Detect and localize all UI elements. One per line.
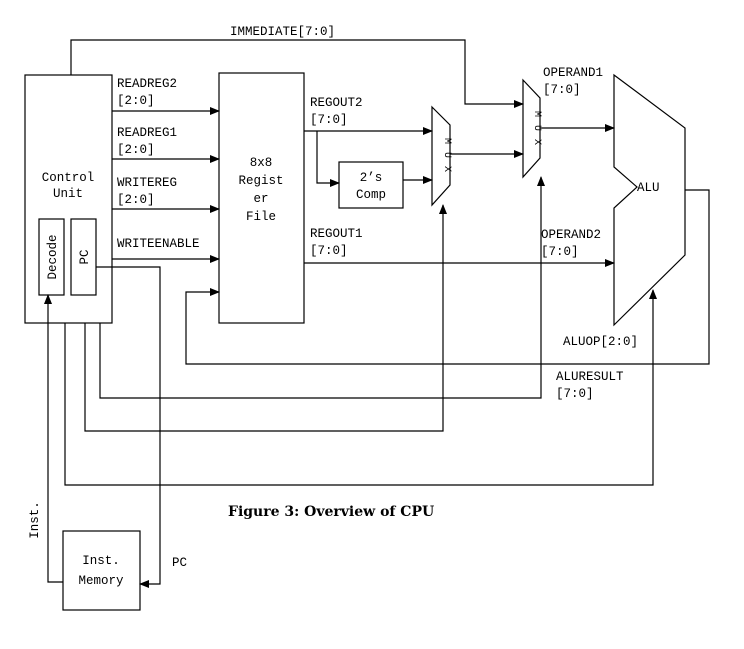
aluop-wire [64,289,657,486]
alu-block: ALU [613,73,686,327]
operand2-label-line1: OPERAND2 [541,228,601,242]
aluresult-label-line1: ALURESULT [556,370,624,384]
regout2-to-twos-comp-wire [316,131,340,187]
twos-complement-block: 2’s Comp [338,161,404,209]
control-unit-label-line2: Unit [53,187,83,201]
mux1-letter-m: M [441,138,452,144]
readreg2-label-line2: [2:0] [117,94,155,108]
mux-negation-select: M U X [431,105,452,207]
operand1-label-line1: OPERAND1 [543,66,603,80]
regout2-label-line2: [7:0] [310,113,348,127]
mux2-letter-x: X [531,139,542,145]
aluop-label: ALUOP[2:0] [563,335,638,349]
inst-memory-label-line1: Inst. [82,554,120,568]
register-file-label-line2: Regist [238,174,283,188]
writeenable-label: WRITEENABLE [117,237,200,251]
readreg1-label-line1: READREG1 [117,126,177,140]
operand2-label-line2: [7:0] [541,245,579,259]
inst-memory-label-line2: Memory [78,574,124,588]
writereg-label-line1: WRITEREG [117,176,177,190]
pc-block: PC [70,218,97,296]
mux2-letter-m: M [531,111,542,117]
instruction-memory-block: Inst. Memory [62,530,141,611]
control-unit-block: Control Unit [24,74,113,324]
mux1-letter-x: X [441,166,452,172]
regout1-label-line2: [7:0] [310,244,348,258]
decode-label: Decode [46,234,60,279]
register-file-block: 8x8 Regist er File [218,72,305,324]
register-file-label-line3: er [253,192,268,206]
writereg-label-line2: [2:0] [117,193,155,207]
register-file-label-line1: 8x8 [250,156,273,170]
inst-label: Inst. [28,501,42,539]
pc-to-memory-wire [96,266,161,588]
pc-signal-label: PC [172,556,187,570]
readreg1-label-line2: [2:0] [117,143,155,157]
aluresult-label-line2: [7:0] [556,387,594,401]
control-unit-label-line1: Control [42,171,95,185]
immediate-select-wire [99,176,545,399]
register-file-label-line4: File [246,210,276,224]
decode-block: Decode [38,218,65,296]
twos-comp-label-line1: 2’s [360,171,383,185]
negation-select-wire [84,204,447,432]
mux-immediate-select: M U X [522,78,542,179]
regout2-label-line1: REGOUT2 [310,96,363,110]
aluresult-writeback-wire [185,189,710,365]
regout1-label-line1: REGOUT1 [310,227,363,241]
twos-comp-label-line2: Comp [356,188,386,202]
alu-label: ALU [637,181,660,195]
instruction-wire [44,294,63,583]
immediate-wire [70,39,524,108]
mux1-letter-u: U [441,152,452,158]
mux2-letter-u: U [531,125,542,131]
figure-caption: Figure 3: Overview of CPU [228,504,434,520]
operand1-label-line2: [7:0] [543,83,581,97]
pc-block-label: PC [78,249,92,264]
immediate-label: IMMEDIATE[7:0] [230,25,335,39]
readreg2-label-line1: READREG2 [117,77,177,91]
